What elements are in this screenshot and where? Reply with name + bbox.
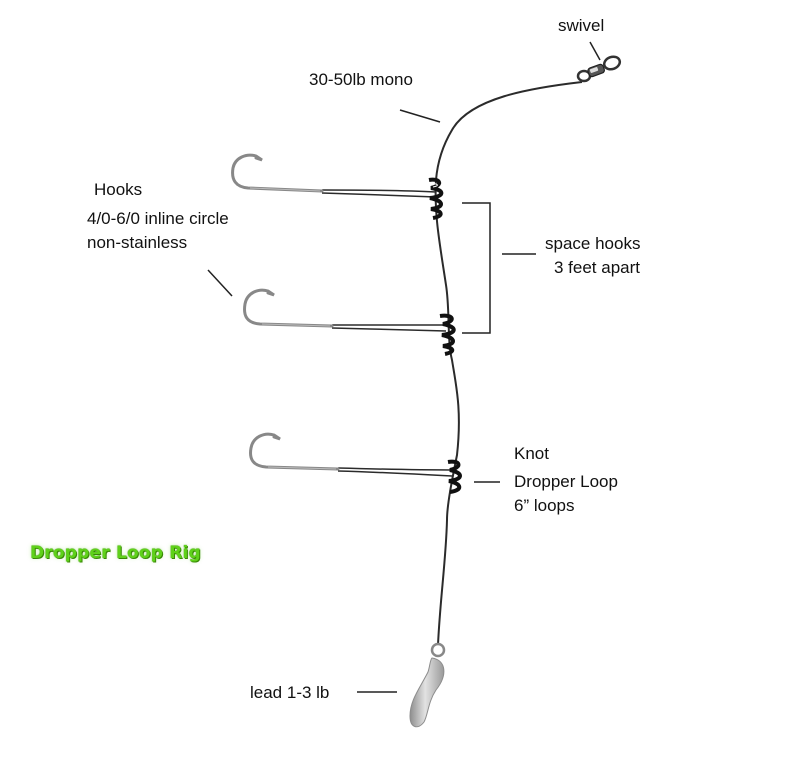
knot-icon (447, 459, 462, 494)
swivel-pointer (589, 41, 601, 61)
hook-icon (231, 153, 437, 198)
knot-icon (439, 313, 456, 356)
diagram-title: Dropper Loop Rig (30, 543, 201, 563)
swivel-label: swivel (558, 16, 605, 35)
spacing-bracket (462, 202, 536, 334)
hooks-size-label: 4/0-6/0 inline circle (87, 209, 229, 228)
mono-pointer (399, 109, 441, 123)
hook-icon (243, 288, 447, 332)
spacing-label-1: space hooks (545, 234, 641, 253)
lead-weight-icon (409, 642, 446, 728)
main-line (434, 81, 583, 646)
knot-type-label: Dropper Loop (514, 472, 618, 491)
hook-icon (249, 432, 453, 477)
knot-icon (428, 177, 444, 220)
knot-title: Knot (514, 444, 549, 463)
hooks-pointer (207, 269, 233, 297)
swivel-icon (576, 55, 622, 83)
spacing-label-2: 3 feet apart (554, 258, 641, 277)
lead-label: lead 1-3 lb (250, 683, 330, 702)
mono-label: 30-50lb mono (309, 70, 413, 89)
knot-size-label: 6” loops (514, 496, 575, 515)
hooks-material-label: non-stainless (87, 233, 188, 252)
hooks-title: Hooks (94, 180, 143, 199)
